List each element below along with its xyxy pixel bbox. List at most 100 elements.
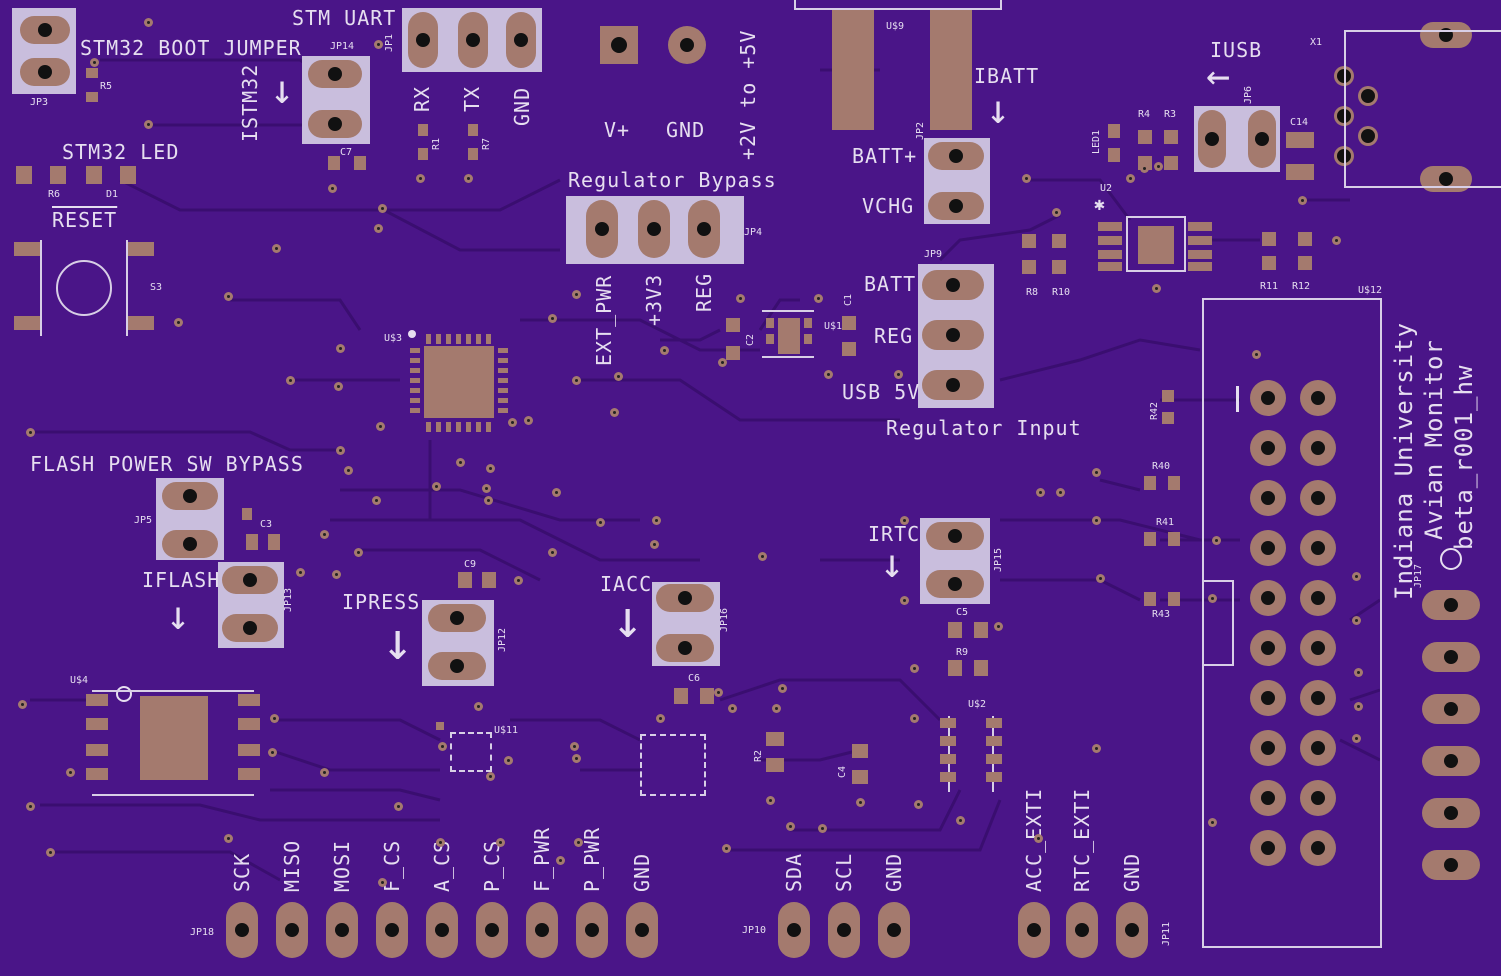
jp18-pin-p-pwr[interactable] (576, 902, 608, 958)
jp16-pin-2[interactable] (656, 634, 714, 662)
reset-button[interactable] (56, 260, 112, 316)
jp4-pin-ext-pwr[interactable] (586, 200, 618, 258)
jp9-pin-batt[interactable] (922, 270, 984, 300)
jp17-pin[interactable] (1422, 642, 1480, 672)
u12-pin[interactable] (1250, 680, 1286, 716)
jp12-pin-2[interactable] (428, 652, 486, 680)
jp11-pin-gnd[interactable] (1116, 902, 1148, 958)
jp11-pin-acc-exti[interactable] (1018, 902, 1050, 958)
irtc-label: IRTC (868, 522, 921, 546)
jp3-pin-2[interactable] (20, 58, 70, 86)
u3-pin (456, 334, 461, 344)
jp18-pin-miso[interactable] (276, 902, 308, 958)
jp10-pin-sda[interactable] (778, 902, 810, 958)
jp5-pin-1[interactable] (162, 482, 218, 510)
u3-pin (410, 398, 420, 403)
jp14-pin-1[interactable] (308, 60, 362, 88)
jp5-pin-2[interactable] (162, 530, 218, 558)
u3-pin (436, 334, 441, 344)
jp14-pin-2[interactable] (308, 110, 362, 138)
jp1-pin-tx[interactable] (458, 12, 488, 68)
jp4-pin-reg[interactable] (688, 200, 720, 258)
jp14-refdes: JP14 (330, 41, 355, 52)
jp13-pin-1[interactable] (222, 566, 278, 594)
u12-pin[interactable] (1300, 380, 1336, 416)
r11-pad (1262, 232, 1276, 246)
via (224, 834, 233, 843)
jp15-pin-2[interactable] (926, 570, 984, 598)
via (1208, 594, 1217, 603)
u12-pin[interactable] (1300, 580, 1336, 616)
via (548, 548, 557, 557)
u12-pin[interactable] (1300, 830, 1336, 866)
jp18-pin-p-cs[interactable] (476, 902, 508, 958)
u12-pin[interactable] (1250, 480, 1286, 516)
jp18-pin-mosi[interactable] (326, 902, 358, 958)
jp2-pin-batt[interactable] (928, 142, 984, 170)
jp6-pin-2[interactable] (1248, 110, 1276, 168)
jp18-pin-gnd[interactable] (626, 902, 658, 958)
jp6-pin-1[interactable] (1198, 110, 1226, 168)
jp18-pin-f-cs[interactable] (376, 902, 408, 958)
jp17-pin[interactable] (1422, 694, 1480, 724)
jp3-refdes: JP3 (30, 97, 49, 108)
jp4-pin-3v3[interactable] (638, 200, 670, 258)
jp10-pin-scl[interactable] (828, 902, 860, 958)
via (504, 756, 513, 765)
u12-pin[interactable] (1300, 730, 1336, 766)
ibatt-label: IBATT (974, 64, 1040, 88)
jp15-pin-1[interactable] (926, 522, 984, 550)
jp1-pin-gnd[interactable] (506, 12, 536, 68)
jp18-pin-sck[interactable] (226, 902, 258, 958)
u12-pin[interactable] (1300, 680, 1336, 716)
via (484, 496, 493, 505)
u12-pin[interactable] (1250, 380, 1286, 416)
d1-pad (120, 166, 136, 184)
gnd-power-pad[interactable] (668, 26, 706, 64)
jp17-pin[interactable] (1422, 798, 1480, 828)
jp17-pin[interactable] (1422, 746, 1480, 776)
r7-refdes: R7 (481, 137, 492, 150)
via (660, 346, 669, 355)
u12-pin[interactable] (1250, 580, 1286, 616)
u12-pin[interactable] (1250, 730, 1286, 766)
exti-label-rtc-exti: RTC_EXTI (1070, 787, 1094, 892)
iacc-arrow-icon: ↓ (612, 590, 645, 650)
via (736, 294, 745, 303)
spi-label-f-pwr: F_PWR (530, 826, 554, 892)
u12-pin[interactable] (1250, 530, 1286, 566)
u12-pin[interactable] (1250, 830, 1286, 866)
jp2-pin-vchg[interactable] (928, 192, 984, 220)
jp18-pin-a-cs[interactable] (426, 902, 458, 958)
u12-pin[interactable] (1300, 430, 1336, 466)
jp13-pin-2[interactable] (222, 614, 278, 642)
jp12-pin-1[interactable] (428, 604, 486, 632)
jp1-pin-rx[interactable] (408, 12, 438, 68)
u12-pin[interactable] (1300, 630, 1336, 666)
v3v3-label: +3V3 (642, 273, 666, 326)
jp16-pin-1[interactable] (656, 584, 714, 612)
jp18-pin-f-pwr[interactable] (526, 902, 558, 958)
jp9-pin-reg[interactable] (922, 320, 984, 350)
vplus-pad[interactable] (600, 26, 638, 64)
jp17-pin[interactable] (1422, 590, 1480, 620)
u4-pin (238, 718, 260, 730)
r42-pad (1162, 390, 1174, 402)
exti-label-gnd: GND (1120, 852, 1144, 892)
u12-pin[interactable] (1250, 630, 1286, 666)
via (548, 314, 557, 323)
u12-pin[interactable] (1300, 530, 1336, 566)
u12-pin[interactable] (1250, 780, 1286, 816)
via (574, 838, 583, 847)
jp17-pin[interactable] (1422, 850, 1480, 880)
r41-pad (1168, 532, 1180, 546)
jp11-pin-rtc-exti[interactable] (1066, 902, 1098, 958)
jp9-pin-usb5v[interactable] (922, 370, 984, 400)
jp10-pin-gnd[interactable] (878, 902, 910, 958)
i2c-label-sda: SDA (782, 852, 806, 892)
via (224, 292, 233, 301)
u12-pin[interactable] (1250, 430, 1286, 466)
u12-pin[interactable] (1300, 780, 1336, 816)
u12-pin[interactable] (1300, 480, 1336, 516)
jp3-pin-1[interactable] (20, 16, 70, 44)
